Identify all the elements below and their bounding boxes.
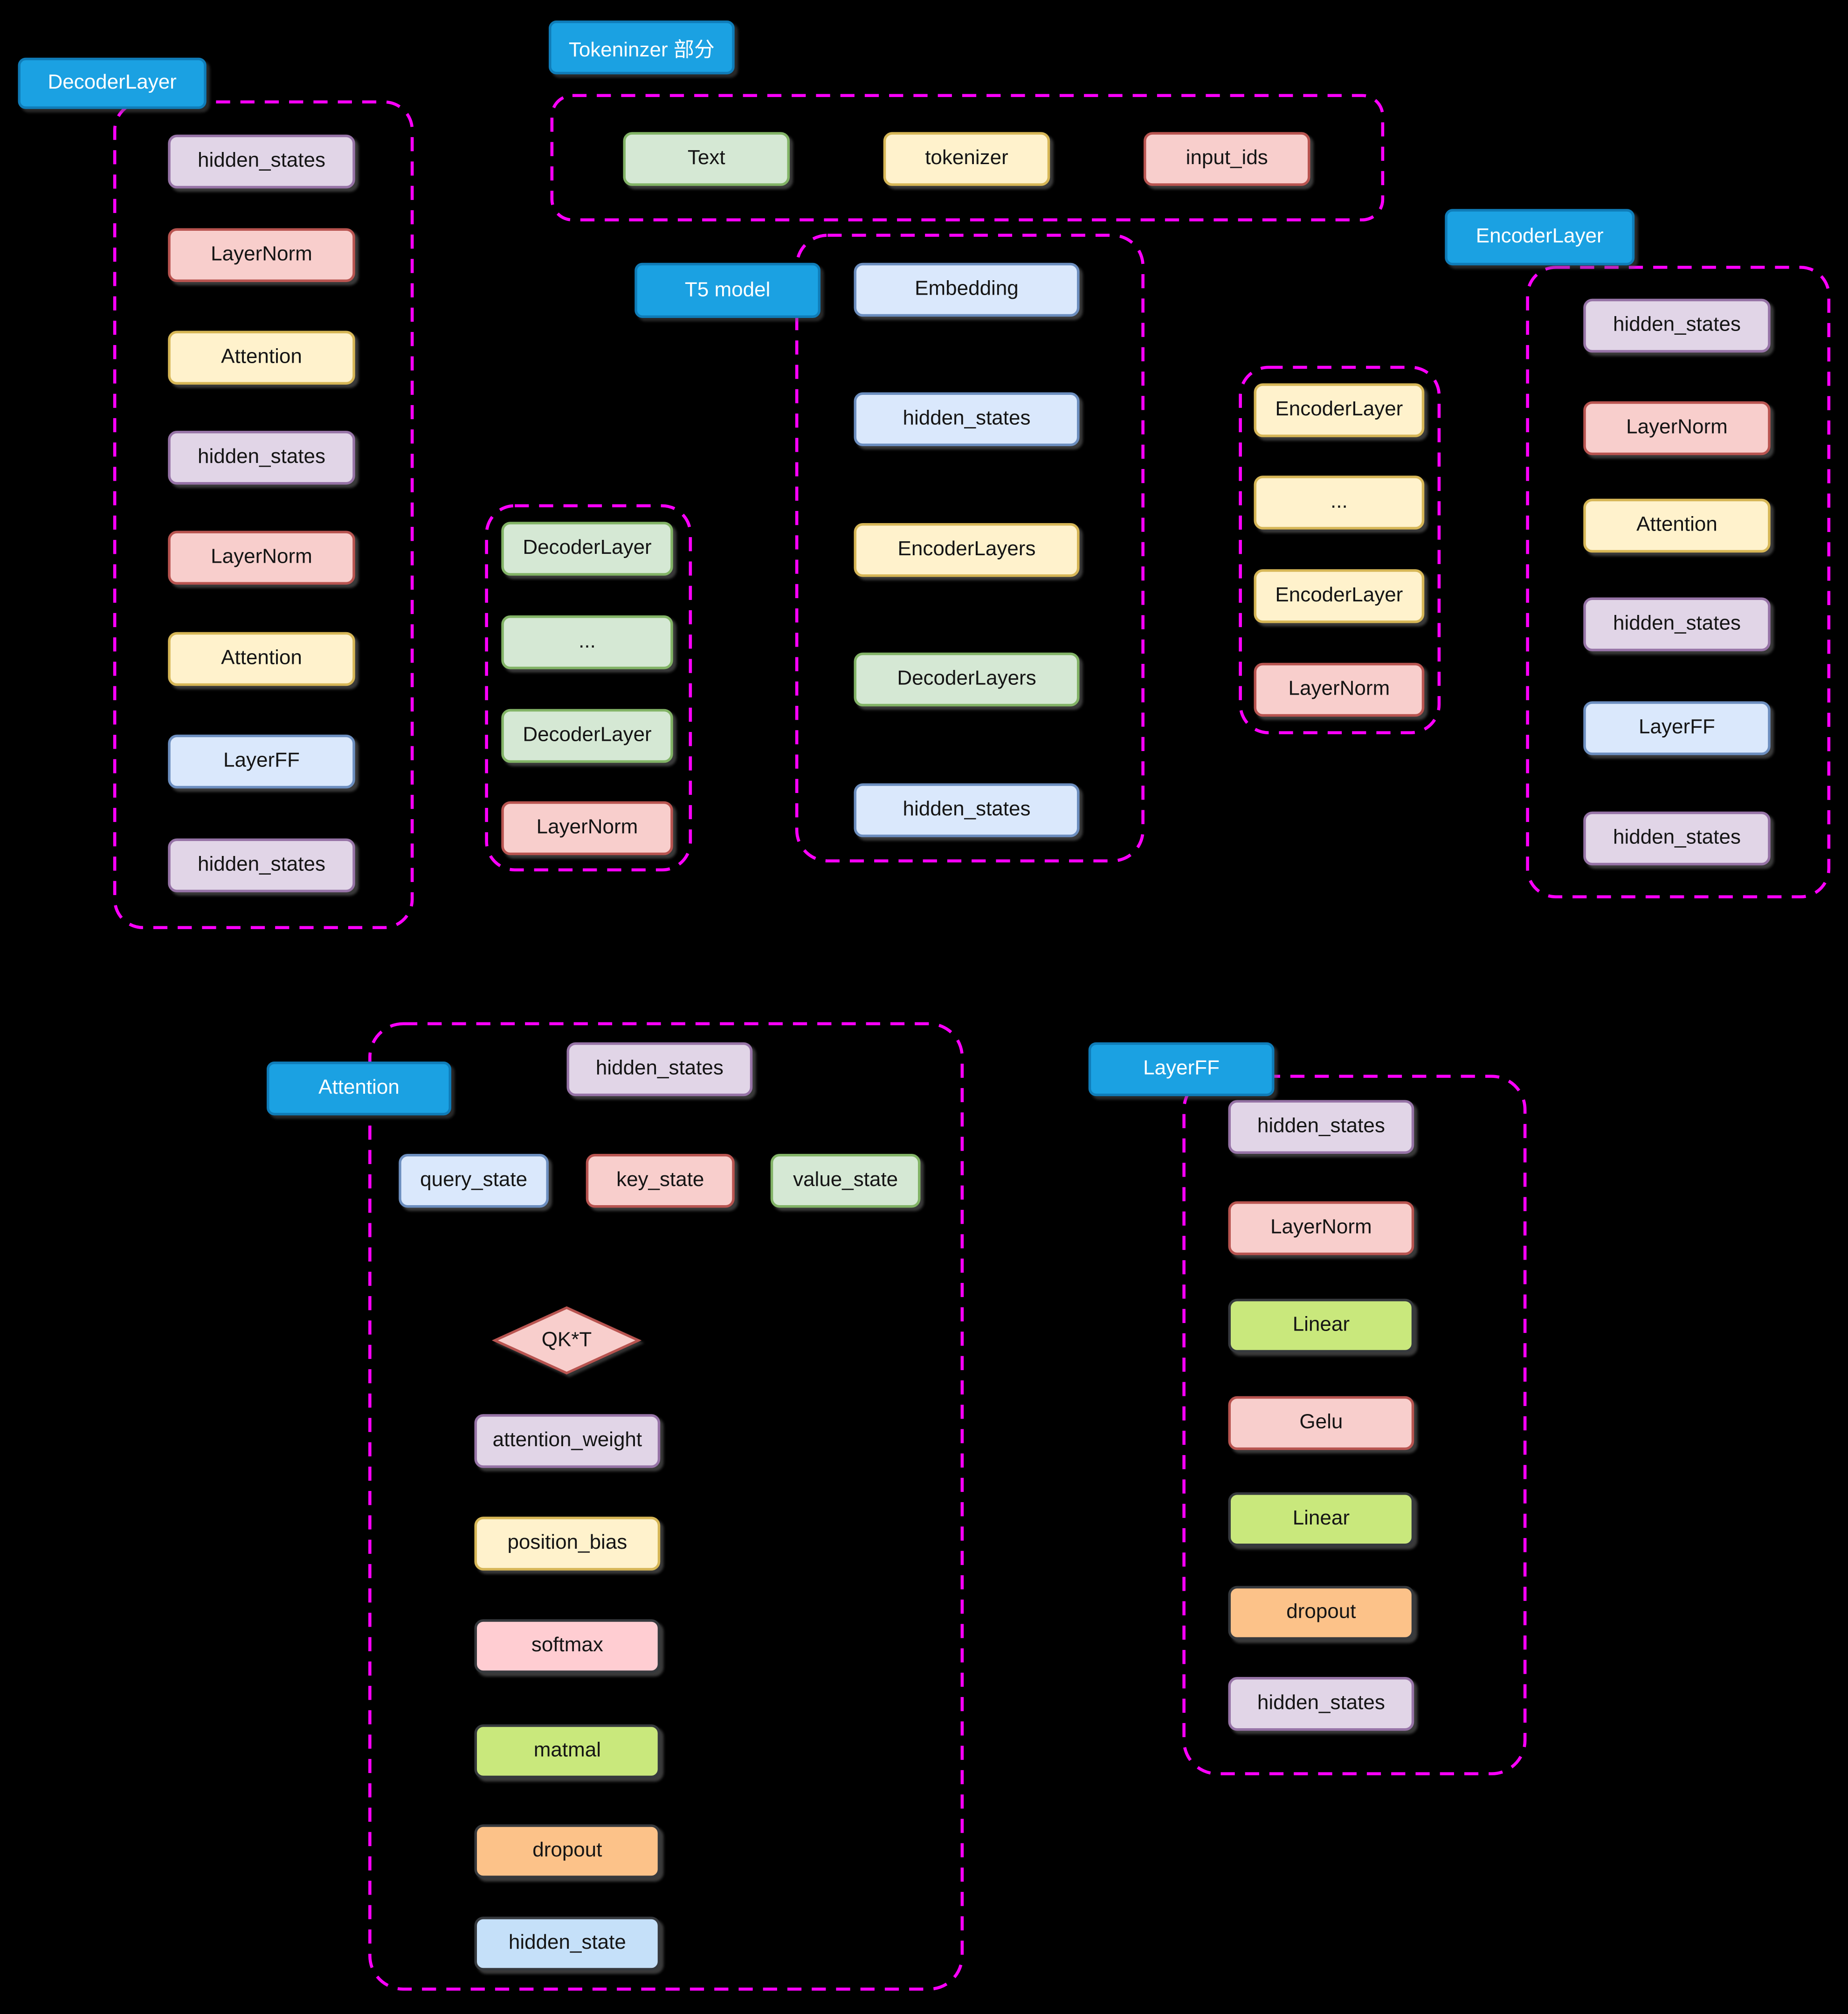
node-ellipsis: ...: [1254, 476, 1425, 530]
node-gelu: Gelu: [1228, 1396, 1414, 1450]
node-value-state: value_state: [770, 1154, 921, 1208]
node-matmal: matmal: [474, 1724, 661, 1779]
node-hidden-states: hidden_states: [1228, 1100, 1414, 1154]
node-hidden-states: hidden_states: [168, 838, 355, 892]
node-decoder-layers: DecoderLayers: [854, 652, 1080, 707]
node-layernorm: LayerNorm: [168, 531, 355, 585]
node-layernorm: LayerNorm: [168, 228, 355, 282]
encoder-stack-outline: [1239, 366, 1441, 734]
node-hidden-states: hidden_states: [1583, 298, 1771, 353]
node-layerff: LayerFF: [1583, 701, 1771, 755]
node-layerff: LayerFF: [168, 734, 355, 789]
node-hidden-states: hidden_states: [854, 392, 1080, 446]
node-hidden-states: hidden_states: [1228, 1677, 1414, 1731]
node-decoder-layer: DecoderLayer: [501, 709, 673, 763]
qkt-diamond: QK*T: [491, 1305, 642, 1376]
tokenizer-tag: Tokeninzer 部分: [549, 21, 735, 75]
encoder-layer-tag: EncoderLayer: [1445, 209, 1635, 266]
node-dropout: dropout: [474, 1824, 661, 1878]
decoder-layer-tag: DecoderLayer: [18, 57, 207, 109]
node-layernorm: LayerNorm: [1228, 1201, 1414, 1255]
node-decoder-layer: DecoderLayer: [501, 522, 673, 576]
node-hidden-states: hidden_states: [1583, 811, 1771, 866]
node-attention: Attention: [1583, 498, 1771, 553]
node-embedding: Embedding: [854, 262, 1080, 317]
node-tokenizer: tokenizer: [883, 132, 1050, 186]
node-layernorm: LayerNorm: [1254, 662, 1425, 717]
node-key-state: key_state: [586, 1154, 735, 1208]
node-encoder-layer: EncoderLayer: [1254, 383, 1425, 437]
attention-outline: [368, 1022, 964, 1991]
node-linear: Linear: [1228, 1298, 1414, 1353]
node-encoder-layers: EncoderLayers: [854, 523, 1080, 577]
node-hidden-states: hidden_states: [168, 134, 355, 189]
decoder-layer-outline: [113, 100, 414, 929]
encoder-layer-outline: [1526, 266, 1831, 898]
node-hidden-states: hidden_states: [854, 783, 1080, 837]
node-attention-weight: attention_weight: [474, 1414, 661, 1468]
node-dropout: dropout: [1228, 1586, 1414, 1640]
node-hidden-states: hidden_states: [566, 1042, 753, 1097]
layerff-outline: [1182, 1075, 1527, 1775]
node-query-state: query_state: [399, 1154, 549, 1208]
node-attention: Attention: [168, 331, 355, 385]
node-input-ids: input_ids: [1144, 132, 1310, 186]
node-layernorm: LayerNorm: [1583, 401, 1771, 455]
node-position-bias: position_bias: [474, 1517, 661, 1571]
layerff-tag: LayerFF: [1088, 1042, 1275, 1097]
node-hidden-states: hidden_states: [1583, 597, 1771, 651]
node-attention: Attention: [168, 632, 355, 686]
node-hidden-state: hidden_state: [474, 1917, 661, 1971]
node-encoder-layer: EncoderLayer: [1254, 569, 1425, 623]
node-softmax: softmax: [474, 1619, 661, 1673]
t5-model-tag: T5 model: [634, 262, 821, 318]
node-ellipsis: ...: [501, 615, 673, 669]
attention-tag: Attention: [267, 1062, 451, 1116]
t5-model-outline: [795, 234, 1145, 862]
tokenizer-outline: [550, 94, 1385, 221]
decoder-stack-outline: [485, 504, 692, 872]
node-text: Text: [623, 132, 790, 186]
node-linear: Linear: [1228, 1492, 1414, 1546]
node-layernorm: LayerNorm: [501, 801, 673, 855]
node-hidden-states: hidden_states: [168, 431, 355, 485]
qkt-label: QK*T: [541, 1329, 592, 1351]
